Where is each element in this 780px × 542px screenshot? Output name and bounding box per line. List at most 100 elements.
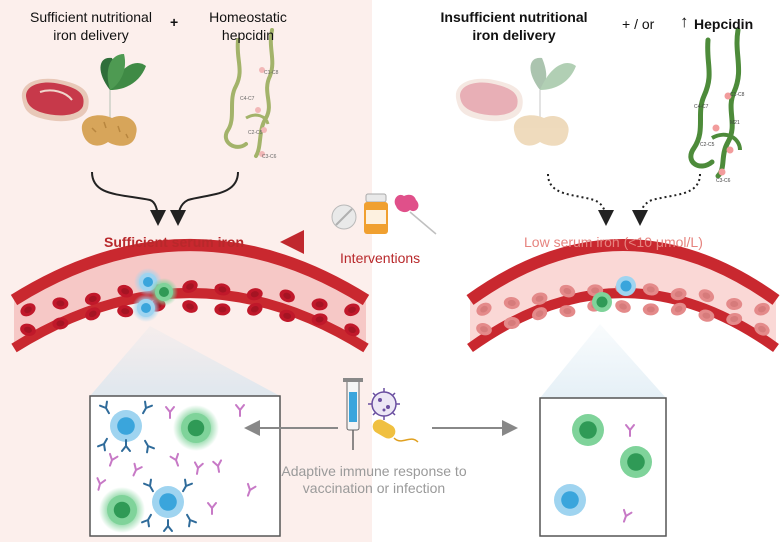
pill-bottle-icon <box>364 193 388 234</box>
immune-line1: Adaptive immune response to <box>281 463 467 479</box>
antibody-icon <box>144 439 155 454</box>
red-blood-cell-center <box>218 306 227 313</box>
red-blood-cell-center <box>619 303 627 310</box>
residue-label: C2-C5 <box>700 142 715 148</box>
red-blood-cell-center <box>646 306 655 313</box>
red-blood-cell-center <box>315 301 324 308</box>
antibody-icon <box>108 452 119 467</box>
antibody-icon <box>625 424 635 437</box>
antibody-icon <box>96 477 107 491</box>
right-title: Insufficient nutritional iron delivery <box>422 8 606 44</box>
antibody-icon <box>169 452 180 467</box>
immune-cells-insufficient <box>554 414 652 523</box>
zoom-cone-right <box>540 324 666 398</box>
antibody-icon <box>99 400 110 415</box>
antibody-icon <box>165 406 175 419</box>
blood-vessel-left <box>10 239 370 353</box>
antibody-icon <box>143 478 154 493</box>
steak-icon-faded <box>455 78 523 122</box>
red-blood-cell-center <box>121 288 130 295</box>
peanut-icon <box>81 115 137 146</box>
residue-label: M21 <box>730 120 740 126</box>
antibody-icon <box>121 439 131 452</box>
antibody-icon <box>235 404 245 417</box>
antibody-icon <box>207 502 217 515</box>
red-blood-cell-center <box>563 287 572 295</box>
residue-label: C1-C8 <box>730 92 745 98</box>
antibody-icon <box>193 461 204 475</box>
red-blood-cell-center <box>674 291 683 298</box>
red-blood-cell-center <box>535 295 544 302</box>
peanut-icon-faded <box>513 115 569 146</box>
vessel-immune-cells-left <box>132 268 178 322</box>
red-blood-cell-center <box>250 291 259 298</box>
red-blood-cell-center <box>250 306 259 313</box>
red-blood-cell-center <box>315 316 324 323</box>
red-blood-cell-center <box>758 306 766 313</box>
red-blood-cell-center <box>348 326 356 334</box>
red-blood-cell-center <box>563 308 572 315</box>
sufficient-serum-iron-label: Sufficient serum iron <box>104 234 245 250</box>
t-cell-activated <box>99 487 145 533</box>
red-blood-cell-center <box>186 303 194 310</box>
antibody-icon <box>212 459 223 473</box>
hepcidin-line1: Homeostatic <box>209 9 287 25</box>
hepcidin-molecule-right: C1-C8 C4-C7 M21 C2-C5 C3-C6 <box>688 27 745 184</box>
antibody-icon <box>97 437 108 452</box>
left-title-line1: Sufficient nutritional <box>30 9 152 25</box>
right-title-line2: iron delivery <box>472 27 556 43</box>
left-title: Sufficient nutritional iron delivery <box>0 8 182 44</box>
b-cell <box>554 484 586 516</box>
red-blood-cell-center <box>348 306 356 313</box>
red-blood-cell-center <box>218 286 227 293</box>
red-blood-cell-center <box>283 292 292 300</box>
immune-cells-sufficient <box>96 400 257 533</box>
red-blood-cell-center <box>507 300 516 307</box>
red-blood-cell-center <box>646 286 655 293</box>
antibody-icon <box>141 513 152 528</box>
red-blood-cell-center <box>702 312 711 319</box>
residue-label: C3-C6 <box>262 154 277 160</box>
faded-food-icons <box>455 57 576 146</box>
virus-icon <box>368 388 400 420</box>
residue-label: C2-C5 <box>248 130 263 136</box>
pill-tablet-icon <box>331 204 357 230</box>
red-blood-cell-center <box>186 283 194 290</box>
residue-label: C4-C7 <box>694 104 709 110</box>
b-cell <box>110 410 142 442</box>
left-title-line2: iron delivery <box>53 27 129 43</box>
t-cell <box>572 414 604 446</box>
spinach-icon-faded <box>530 57 576 118</box>
red-blood-cell-center <box>480 305 488 313</box>
red-blood-cell-center <box>758 325 766 333</box>
immune-line2: vaccination or infection <box>302 480 446 496</box>
t-cell <box>620 446 652 478</box>
low-serum-iron-label: Low serum iron (<10 μmol/L) <box>524 234 703 250</box>
right-connector: + / or <box>622 16 655 32</box>
red-blood-cell-center <box>702 292 711 299</box>
hepcidin-line2: hepcidin <box>221 27 275 43</box>
red-blood-cell-center <box>56 300 65 307</box>
red-blood-cell-center <box>24 306 32 314</box>
red-blood-cell-center <box>730 301 739 308</box>
t-cell-activated <box>173 405 219 451</box>
red-blood-cell-center <box>121 308 130 315</box>
red-blood-cell-center <box>535 310 544 317</box>
interventions-label: Interventions <box>340 250 421 266</box>
zoom-cone-left <box>90 326 280 396</box>
antibody-icon <box>163 519 173 532</box>
arrow-high-hepcidin-to-serum <box>632 173 701 226</box>
arrow-food-to-serum <box>91 171 166 226</box>
red-blood-cell-center <box>674 305 683 313</box>
red-blood-cell-center <box>480 326 488 333</box>
antibody-icon <box>246 482 257 497</box>
red-blood-cell-center <box>24 326 32 333</box>
red-blood-cell-center <box>283 312 292 319</box>
blood-vessel-right <box>466 239 780 353</box>
hepcidin-molecule-left: C1-C8 C4-C7 C2-C5 C3-C6 <box>224 28 279 160</box>
red-blood-cell-center <box>507 320 516 327</box>
spinach-icon <box>100 54 146 129</box>
residue-label: C3-C6 <box>716 178 731 184</box>
antibody-icon <box>186 513 197 528</box>
